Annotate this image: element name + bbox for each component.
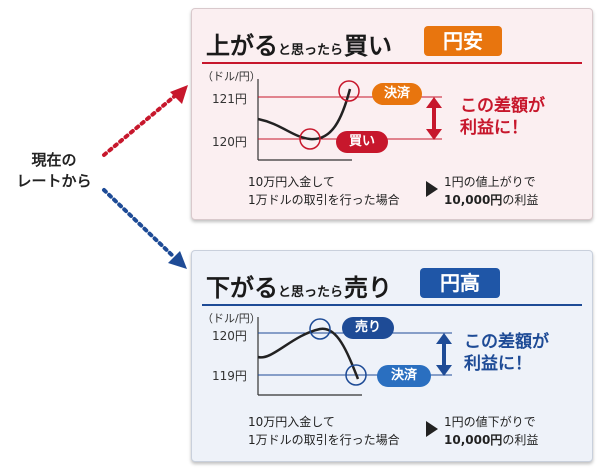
tick-high: 121円: [212, 92, 247, 106]
panel-buy-yen-weak: 上がる と思ったら 買い 円安 （ドル/円） 121円 120円 決済 買い こ…: [191, 8, 593, 220]
buy-bubble: 買い: [336, 131, 388, 153]
arrow-down-head: [168, 251, 187, 269]
yen-weak-badge: 円安: [424, 26, 502, 56]
tick-high: 120円: [212, 329, 247, 343]
panel-sell-yen-strong: 下がる と思ったら 売り 円高 （ドル/円） 120円 119円 売り 決済 こ…: [191, 250, 593, 462]
settle-point-marker: [338, 80, 360, 102]
arrow-up-head: [170, 85, 188, 104]
price-line: [257, 327, 360, 380]
tick-low: 119円: [212, 369, 247, 383]
current-rate-label: 現在の レートから: [16, 151, 92, 190]
buy-point-marker: [299, 128, 321, 150]
chart-unit-label: （ドル/円）: [202, 70, 261, 83]
result-arrow-icon: [426, 181, 438, 197]
sell-bubble: 売り: [342, 317, 394, 339]
settle-bubble: 決済: [377, 365, 431, 387]
chart-unit-label: （ドル/円）: [202, 312, 261, 325]
panel-down-title: 下がる と思ったら 売り: [206, 274, 393, 302]
condition-text: 10万円入金して 1万ドルの取引を行った場合: [248, 415, 400, 447]
sell-point-marker: [309, 318, 331, 340]
settle-bubble: 決済: [372, 83, 422, 105]
panel-down-rule: [202, 304, 582, 306]
settle-point-marker: [345, 364, 367, 386]
profit-text: この差額が 利益に！: [464, 332, 549, 374]
result-text: 1円の値上がりで 10,000円の利益: [444, 175, 539, 207]
result-arrow-icon: [426, 421, 438, 437]
price-line: [257, 88, 352, 141]
profit-text: この差額が 利益に！: [460, 96, 545, 138]
yen-strong-badge: 円高: [420, 268, 500, 298]
panel-up-title: 上がる と思ったら 買い: [206, 32, 393, 60]
result-text: 1円の値下がりで 10,000円の利益: [444, 415, 539, 447]
condition-text: 10万円入金して 1万ドルの取引を行った場合: [248, 175, 400, 207]
panel-up-rule: [202, 62, 582, 64]
tick-low: 120円: [212, 135, 247, 149]
